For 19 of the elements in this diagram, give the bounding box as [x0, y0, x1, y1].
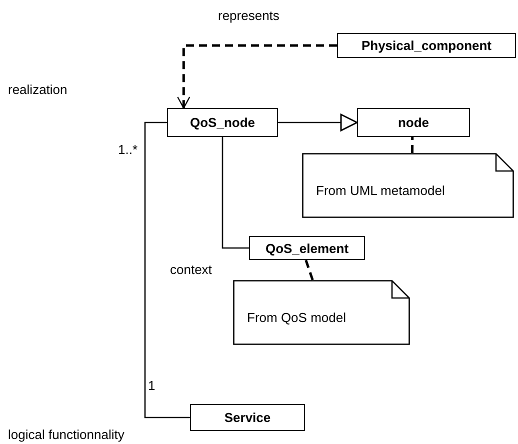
note-box: From UML metamodel [302, 153, 514, 218]
note-anchor-line [304, 260, 314, 280]
generalization-arrow [278, 114, 358, 132]
multiplicity-label: 1..* [118, 142, 138, 157]
edge-label: represents [218, 8, 280, 23]
role-label: context [170, 262, 212, 277]
association-line [144, 122, 190, 418]
class-box: QoS_element [249, 236, 365, 260]
role-label: realization [8, 82, 68, 97]
note-anchor-line [411, 137, 414, 153]
note-box: From QoS model [233, 280, 410, 345]
role-label: logical functionnality [8, 427, 124, 442]
class-box: QoS_node [167, 108, 278, 137]
class-box: Service [190, 404, 305, 431]
multiplicity-label: 1 [148, 378, 156, 393]
class-box: Physical_component [337, 33, 516, 58]
dashed-arrow [177, 44, 337, 109]
association-line [222, 137, 249, 249]
class-box: node [357, 108, 470, 137]
